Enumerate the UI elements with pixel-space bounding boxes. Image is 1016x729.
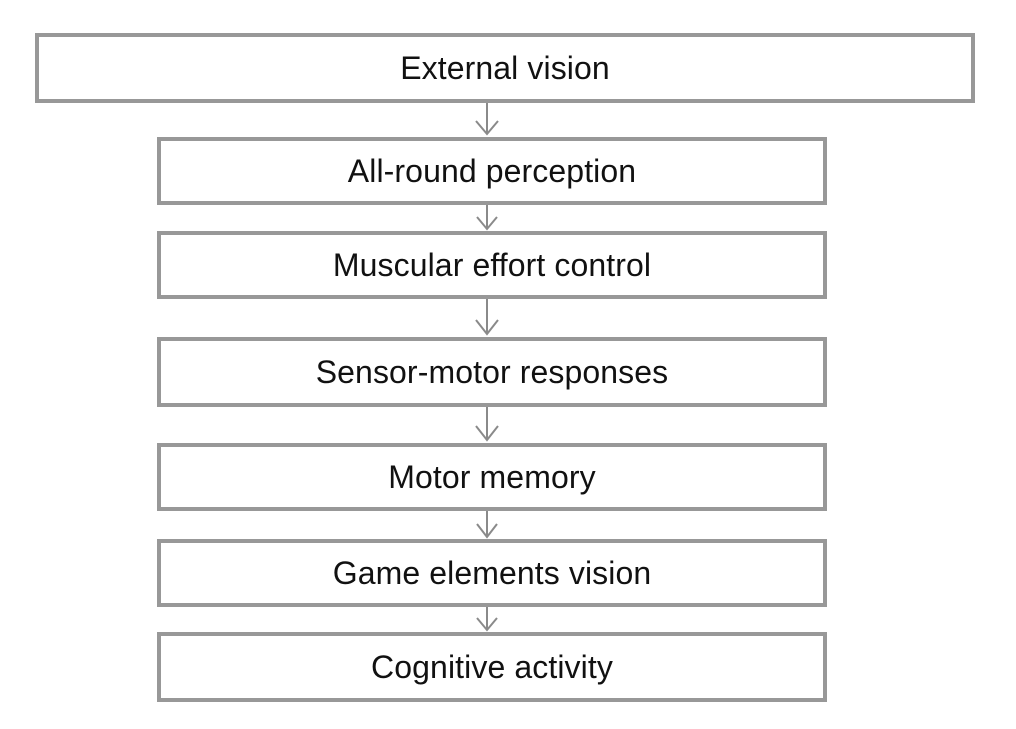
flowchart-node-all-round-perception[interactable]: All-round perception (157, 137, 827, 205)
node-label: External vision (400, 50, 610, 86)
flowchart-node-external-vision[interactable]: External vision (35, 33, 975, 103)
flowchart-node-muscular-effort-control[interactable]: Muscular effort control (157, 231, 827, 299)
node-label: Motor memory (388, 459, 596, 495)
node-label: Cognitive activity (371, 649, 613, 685)
flowchart-node-cognitive-activity[interactable]: Cognitive activity (157, 632, 827, 702)
flowchart-node-game-elements-vision[interactable]: Game elements vision (157, 539, 827, 607)
flowchart-arrow-2 (467, 205, 507, 231)
node-label: Muscular effort control (332, 247, 652, 283)
node-label: All-round perception (347, 153, 637, 189)
flowchart-node-sensor-motor-responses[interactable]: Sensor-motor responses (157, 337, 827, 407)
node-label: Game elements vision (332, 555, 652, 591)
node-label: Sensor-motor responses (315, 354, 669, 390)
flowchart-arrow-4 (467, 407, 507, 443)
flowchart-arrow-3 (467, 299, 507, 337)
flowchart-arrow-6 (467, 607, 507, 632)
flowchart-arrow-1 (467, 103, 507, 137)
flowchart-node-motor-memory[interactable]: Motor memory (157, 443, 827, 511)
flowchart-arrow-5 (467, 511, 507, 539)
